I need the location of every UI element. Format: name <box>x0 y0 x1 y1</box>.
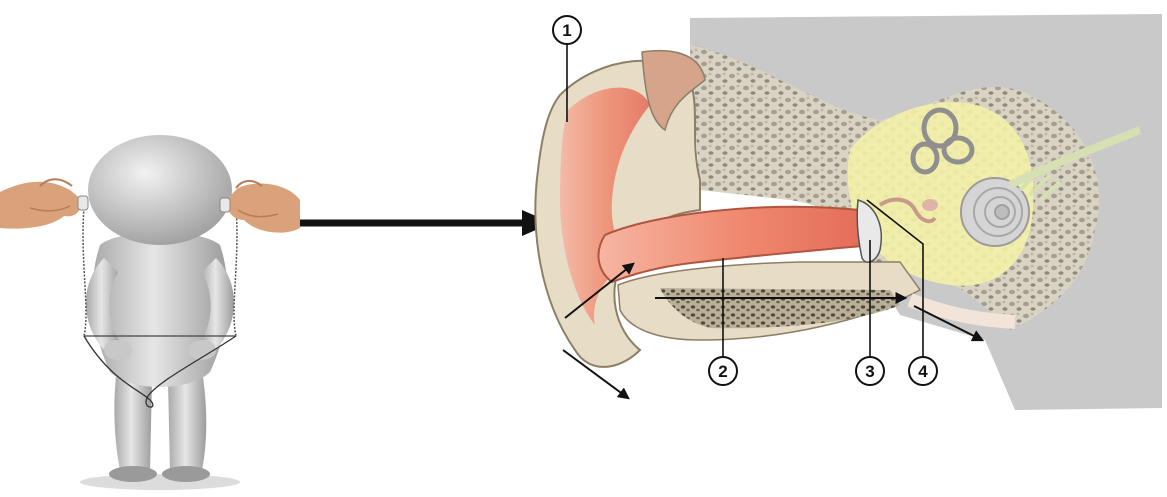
callout-2: 2 <box>709 357 737 385</box>
callout-2-label: 2 <box>718 362 727 381</box>
lower-bone <box>660 288 900 328</box>
callout-4-label: 4 <box>918 362 928 381</box>
hand-icon <box>220 181 300 233</box>
arrow-right-icon <box>300 210 552 236</box>
ear-cross-section <box>535 14 1162 410</box>
figure-with-string-telephone-icon <box>80 135 240 490</box>
callout-4: 4 <box>909 357 937 385</box>
callout-3-label: 3 <box>865 362 874 381</box>
cochlea-icon <box>961 178 1029 246</box>
callout-3: 3 <box>856 357 884 385</box>
hand-icon <box>0 179 88 228</box>
callout-1: 1 <box>553 16 581 44</box>
callout-1-label: 1 <box>562 21 571 40</box>
